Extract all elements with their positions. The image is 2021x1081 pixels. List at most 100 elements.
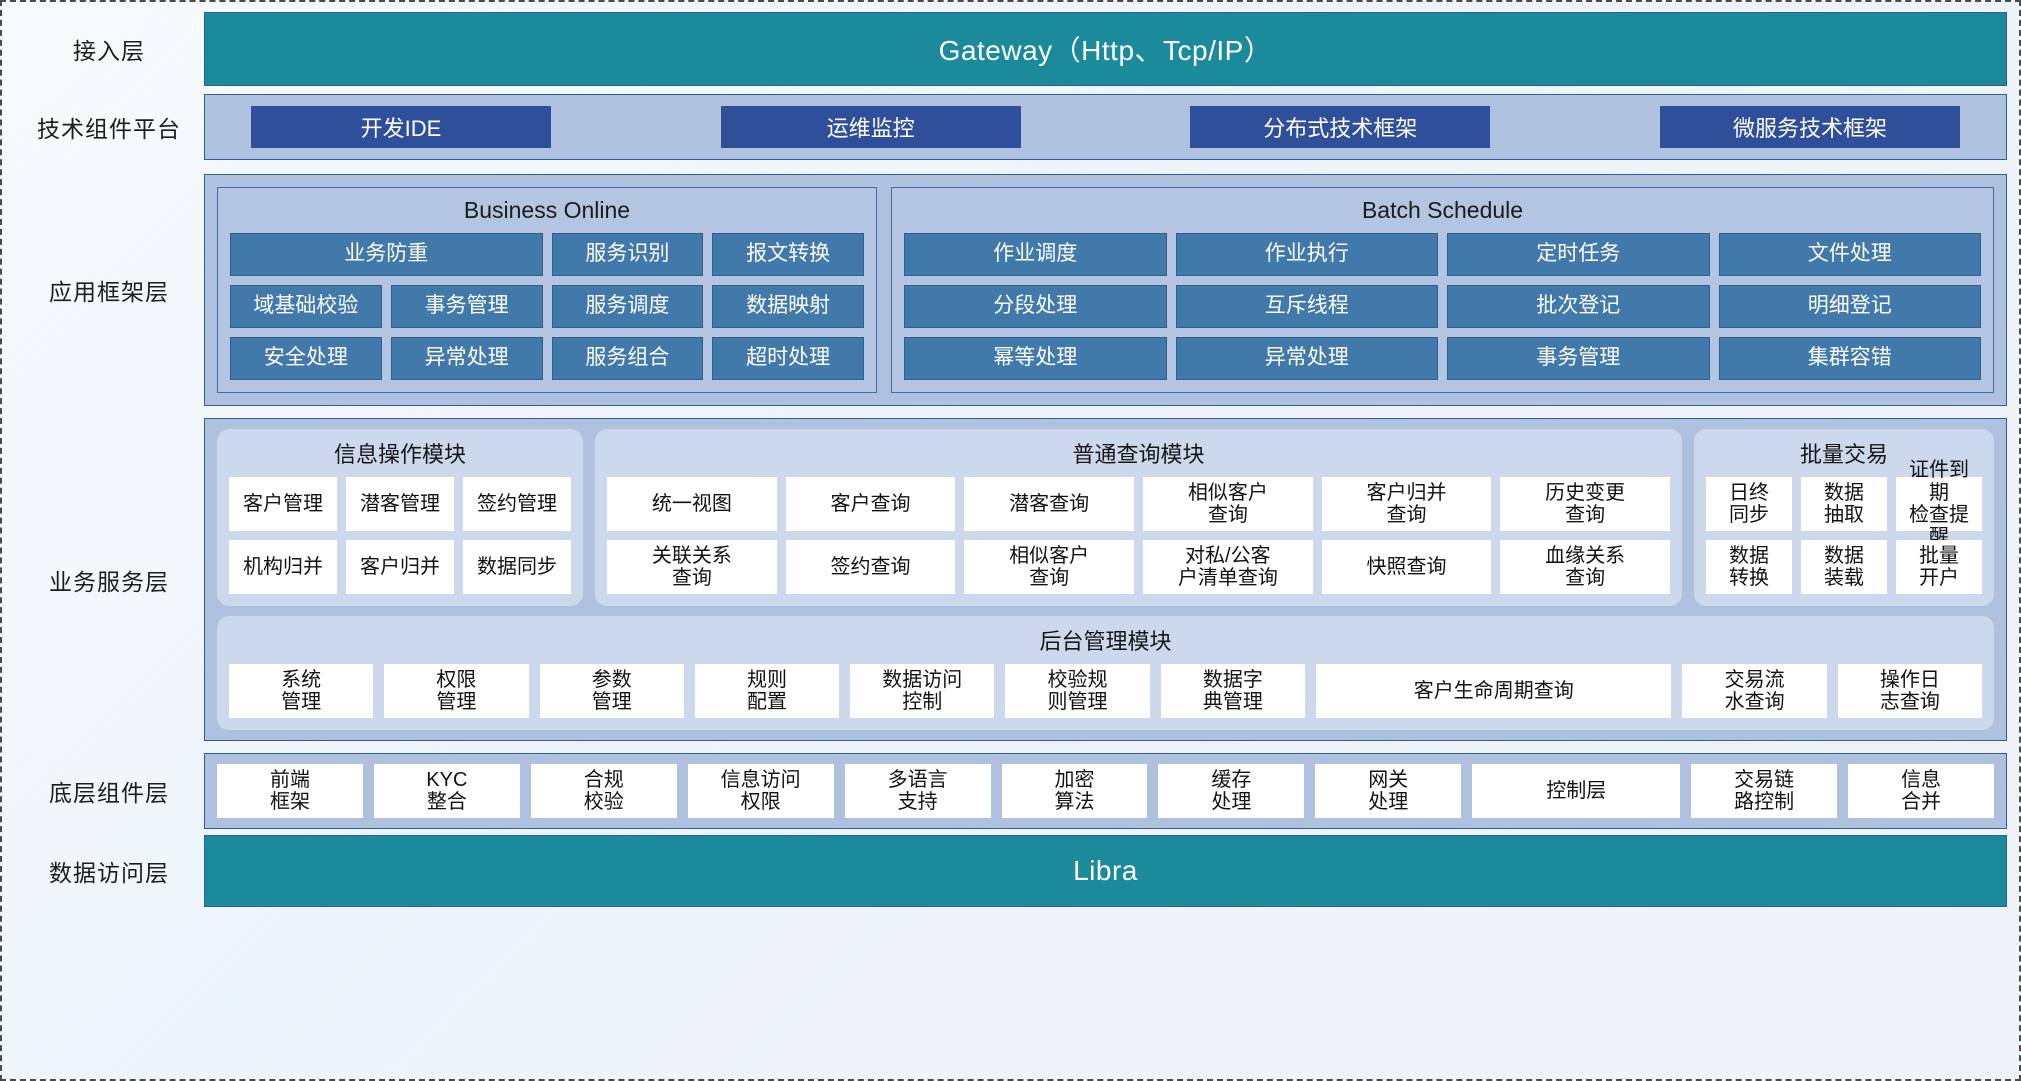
batch-tile-事务管理[interactable]: 事务管理: [1447, 337, 1710, 380]
layer-label-data-access: 数据访问层: [49, 860, 169, 886]
business-online-grid: 业务防重服务识别报文转换域基础校验事务管理服务调度数据映射安全处理异常处理服务组…: [230, 233, 864, 380]
query-tile-潜客查询[interactable]: 潜客查询: [964, 477, 1134, 531]
batch-transaction-title: 批量交易: [1799, 442, 1888, 467]
info-tile-潜客管理[interactable]: 潜客管理: [346, 477, 454, 531]
query-tile-签约查询[interactable]: 签约查询: [785, 540, 956, 594]
info-module-title: 信息操作模块: [333, 442, 466, 467]
bottom-tile-前端-框架[interactable]: 前端 框架: [217, 764, 363, 818]
tech-chip-ops[interactable]: 运维监控: [720, 106, 1021, 148]
batchtx-tile-批量-开户[interactable]: 批量 开户: [1896, 540, 1982, 594]
tech-chip-distributed[interactable]: 分布式技术框架: [1190, 106, 1491, 148]
backend-tile-参数-管理[interactable]: 参数 管理: [539, 664, 684, 718]
bottom-tile-交易链-路控制[interactable]: 交易链 路控制: [1691, 764, 1838, 818]
bottom-tile-网关-处理[interactable]: 网关 处理: [1315, 764, 1462, 818]
batch-tile-定时任务[interactable]: 定时任务: [1447, 233, 1710, 276]
info-tile-客户归并[interactable]: 客户归并: [346, 540, 454, 594]
info-tile-数据同步[interactable]: 数据同步: [463, 540, 571, 594]
bottom-tile-控制层[interactable]: 控制层: [1472, 764, 1681, 818]
batch-tile-作业执行[interactable]: 作业执行: [1175, 233, 1438, 276]
batch-tile-作业调度[interactable]: 作业调度: [904, 233, 1167, 276]
backend-module-title: 后台管理模块: [1039, 629, 1172, 654]
bottom-tile-KYC-整合[interactable]: KYC 整合: [373, 764, 520, 818]
info-tile-机构归并[interactable]: 机构归并: [229, 540, 337, 594]
backend-tile-数据字-典管理[interactable]: 数据字 典管理: [1160, 664, 1305, 718]
query-tile-对私-公客-户清单查询[interactable]: 对私/公客 户清单查询: [1143, 540, 1313, 594]
layer-row-app-framework: 应用框架层 Business Online 业务防重服务识别报文转换域基础校验事…: [14, 174, 2007, 406]
query-tile-快照查询[interactable]: 快照查询: [1321, 540, 1492, 594]
batch-schedule-group: Batch Schedule 作业调度作业执行定时任务文件处理分段处理互斥线程批…: [891, 187, 1994, 393]
app-tile-报文转换[interactable]: 报文转换: [712, 233, 864, 276]
backend-tile-交易流-水查询[interactable]: 交易流 水查询: [1682, 664, 1827, 718]
batch-tile-文件处理[interactable]: 文件处理: [1718, 233, 1981, 276]
backend-module-grid: 系统 管理权限 管理参数 管理规则 配置数据访问 控制校验规 则管理数据字 典管…: [229, 664, 1983, 718]
layer-label-tech-platform: 技术组件平台: [37, 116, 181, 142]
batchtx-tile-数据-装载[interactable]: 数据 装载: [1801, 540, 1887, 594]
batch-schedule-title: Batch Schedule: [1361, 197, 1524, 223]
tech-chip-microservice[interactable]: 微服务技术框架: [1659, 106, 1960, 148]
batch-tile-集群容错[interactable]: 集群容错: [1718, 337, 1981, 380]
batch-tile-明细登记[interactable]: 明细登记: [1718, 285, 1981, 328]
app-tile-异常处理[interactable]: 异常处理: [390, 337, 543, 380]
query-module-group: 普通查询模块 统一视图客户查询潜客查询相似客户 查询客户归并 查询历史变更 查询…: [595, 429, 1682, 606]
query-tile-客户归并-查询[interactable]: 客户归并 查询: [1321, 477, 1492, 531]
backend-tile-客户生命周期查询[interactable]: 客户生命周期查询: [1315, 664, 1672, 718]
info-tile-客户管理[interactable]: 客户管理: [229, 477, 337, 531]
layer-row-access: 接入层 Gateway（Http、Tcp/IP）: [14, 12, 2007, 86]
info-tile-签约管理[interactable]: 签约管理: [463, 477, 571, 531]
tech-chip-ide[interactable]: 开发IDE: [251, 106, 551, 148]
business-online-group: Business Online 业务防重服务识别报文转换域基础校验事务管理服务调…: [217, 187, 877, 393]
query-tile-相似客户-查询[interactable]: 相似客户 查询: [1143, 477, 1313, 531]
batchtx-tile-数据-转换[interactable]: 数据 转换: [1706, 540, 1792, 594]
libra-bar[interactable]: Libra: [204, 835, 2007, 907]
batchtx-tile-数据-抽取[interactable]: 数据 抽取: [1801, 477, 1887, 531]
layer-label-access: 接入层: [73, 38, 145, 64]
backend-module-group: 后台管理模块 系统 管理权限 管理参数 管理规则 配置数据访问 控制校验规 则管…: [217, 616, 1994, 730]
backend-tile-校验规-则管理[interactable]: 校验规 则管理: [1005, 664, 1150, 718]
bottom-tile-信息-合并[interactable]: 信息 合并: [1848, 764, 1995, 818]
gateway-bar[interactable]: Gateway（Http、Tcp/IP）: [204, 12, 2007, 86]
app-tile-超时处理[interactable]: 超时处理: [712, 337, 864, 380]
batch-tile-异常处理[interactable]: 异常处理: [1175, 337, 1438, 380]
layer-row-tech-platform: 技术组件平台 开发IDE 运维监控 分布式技术框架 微服务技术框架: [14, 94, 2007, 160]
business-service-bottom-row: 后台管理模块 系统 管理权限 管理参数 管理规则 配置数据访问 控制校验规 则管…: [217, 616, 1994, 730]
query-module-title: 普通查询模块: [1072, 442, 1205, 467]
app-tile-服务调度[interactable]: 服务调度: [551, 285, 704, 328]
query-tile-关联关系-查询[interactable]: 关联关系 查询: [607, 540, 777, 594]
bottom-tile-合规-校验[interactable]: 合规 校验: [530, 764, 677, 818]
layer-row-data-access: 数据访问层 Libra: [14, 835, 2007, 907]
query-tile-相似客户-查询[interactable]: 相似客户 查询: [964, 540, 1134, 594]
app-tile-事务管理[interactable]: 事务管理: [390, 285, 543, 328]
app-tile-域基础校验[interactable]: 域基础校验: [230, 285, 382, 328]
batch-schedule-grid: 作业调度作业执行定时任务文件处理分段处理互斥线程批次登记明细登记幂等处理异常处理…: [904, 233, 1981, 380]
batchtx-tile-证件到期-检查提醒[interactable]: 证件到期 检查提醒: [1896, 459, 1982, 548]
bottom-tile-缓存-处理[interactable]: 缓存 处理: [1158, 764, 1305, 818]
backend-tile-操作日-志查询[interactable]: 操作日 志查询: [1837, 664, 1983, 718]
bottom-tile-信息访问-权限[interactable]: 信息访问 权限: [687, 764, 834, 818]
bottom-tile-加密-算法[interactable]: 加密 算法: [1001, 764, 1148, 818]
batch-transaction-grid: 日终 同步数据 抽取证件到期 检查提醒数据 转换数据 装载批量 开户: [1706, 459, 1982, 594]
backend-tile-数据访问-控制[interactable]: 数据访问 控制: [850, 664, 995, 718]
query-tile-历史变更-查询[interactable]: 历史变更 查询: [1500, 477, 1670, 531]
backend-tile-系统-管理[interactable]: 系统 管理: [229, 664, 374, 718]
app-tile-安全处理[interactable]: 安全处理: [230, 337, 382, 380]
batch-tile-分段处理[interactable]: 分段处理: [904, 285, 1167, 328]
app-tile-数据映射[interactable]: 数据映射: [712, 285, 864, 328]
tech-platform-panel: 开发IDE 运维监控 分布式技术框架 微服务技术框架: [204, 94, 2007, 160]
batch-tile-批次登记[interactable]: 批次登记: [1447, 285, 1710, 328]
batch-tile-幂等处理[interactable]: 幂等处理: [904, 337, 1167, 380]
backend-tile-规则-配置[interactable]: 规则 配置: [694, 664, 840, 718]
layer-label-business-service: 业务服务层: [49, 568, 169, 595]
backend-tile-权限-管理[interactable]: 权限 管理: [384, 664, 529, 718]
batchtx-tile-日终-同步[interactable]: 日终 同步: [1706, 477, 1792, 531]
app-tile-业务防重[interactable]: 业务防重: [230, 233, 543, 276]
app-tile-服务识别[interactable]: 服务识别: [551, 233, 704, 276]
app-tile-服务组合[interactable]: 服务组合: [551, 337, 704, 380]
batch-tile-互斥线程[interactable]: 互斥线程: [1175, 285, 1438, 328]
query-tile-统一视图[interactable]: 统一视图: [607, 477, 777, 531]
query-tile-血缘关系-查询[interactable]: 血缘关系 查询: [1500, 540, 1670, 594]
business-service-panel: 信息操作模块 客户管理潜客管理签约管理机构归并客户归并数据同步 普通查询模块 统…: [204, 418, 2007, 741]
query-tile-客户查询[interactable]: 客户查询: [785, 477, 956, 531]
bottom-tile-多语言-支持[interactable]: 多语言 支持: [844, 764, 991, 818]
